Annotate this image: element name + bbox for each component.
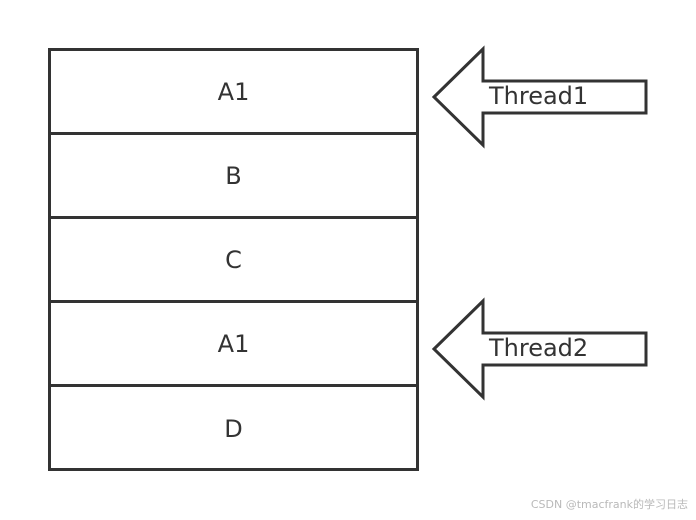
thread2-pointer: Thread2 bbox=[430, 297, 650, 401]
stack-cell-label: A1 bbox=[217, 77, 250, 106]
stack-cell-label: A1 bbox=[217, 329, 250, 358]
left-arrow-icon bbox=[431, 45, 648, 149]
stack-cell-label: C bbox=[225, 245, 242, 274]
stack-cell-label: B bbox=[225, 161, 242, 190]
stack-cell-c: C bbox=[51, 219, 416, 303]
left-arrow-icon bbox=[431, 297, 648, 401]
stack-cell-a1-bottom: A1 bbox=[51, 303, 416, 387]
stack-cell-label: D bbox=[224, 415, 243, 443]
watermark: CSDN @tmacfrank的学习日志 bbox=[530, 498, 688, 511]
thread1-pointer: Thread1 bbox=[430, 45, 650, 149]
stack-cell-d: D bbox=[51, 387, 416, 471]
memory-stack: A1 B C A1 D bbox=[48, 48, 419, 471]
thread2-label: Thread2 bbox=[489, 334, 589, 362]
thread1-label: Thread1 bbox=[489, 82, 589, 110]
stack-cell-b: B bbox=[51, 135, 416, 219]
stack-cell-a1-top: A1 bbox=[51, 51, 416, 135]
